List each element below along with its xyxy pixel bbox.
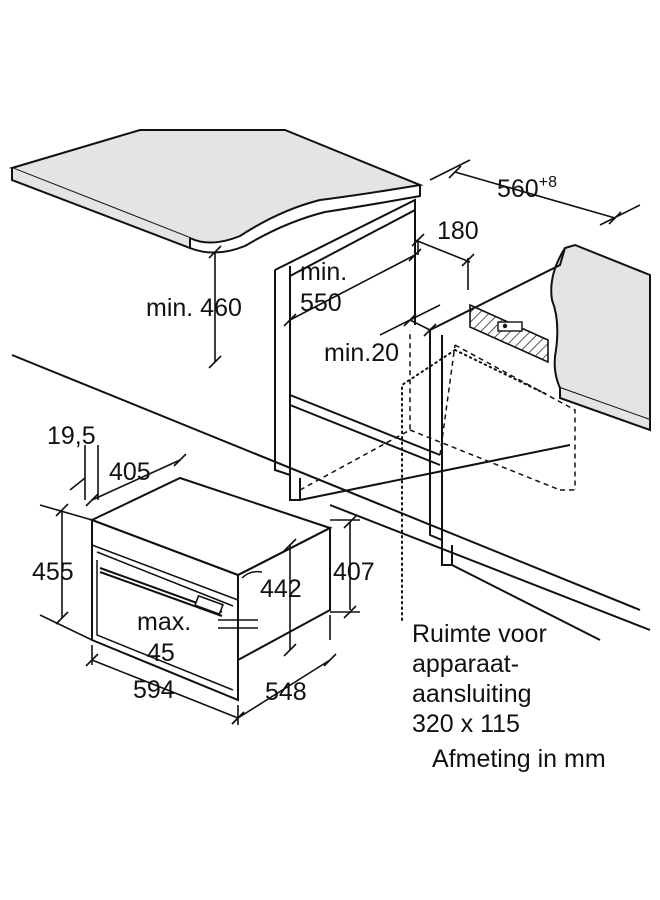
note-line-1: Ruimte voor	[412, 620, 547, 648]
label-min-550-b: 550	[300, 289, 342, 317]
label-min-550-a: min.	[300, 258, 347, 286]
label-405: 405	[109, 458, 151, 486]
label-min-20: min.20	[324, 339, 399, 367]
label-407: 407	[333, 558, 375, 586]
label-442: 442	[260, 575, 302, 603]
label-560: 560+8	[497, 174, 557, 203]
connection-space-outline	[401, 349, 549, 621]
label-548: 548	[265, 678, 307, 706]
unit-note: Afmeting in mm	[432, 745, 606, 773]
dimension-labels: 560+8 180 min. 460 min. 550 min.20 19,5 …	[32, 174, 557, 706]
countertop-right	[550, 243, 651, 432]
note-line-3: aansluiting	[412, 680, 532, 708]
countertop-left	[8, 129, 424, 254]
oven-dimension-lines	[39, 445, 360, 725]
label-19-5: 19,5	[47, 422, 96, 450]
connection-note: Ruimte voor apparaat- aansluiting 320 x …	[412, 620, 606, 773]
label-max-45-a: max.	[137, 608, 191, 636]
hidden-edges	[299, 330, 576, 491]
note-line-4: 320 x 115	[412, 710, 520, 738]
oven	[89, 476, 333, 702]
cabinet-dimension-lines	[208, 159, 641, 369]
label-180: 180	[437, 217, 479, 245]
label-594: 594	[133, 676, 175, 704]
cabinet-frame	[11, 198, 651, 641]
note-line-2: apparaat-	[412, 650, 519, 678]
label-min-460: min. 460	[146, 294, 242, 322]
label-max-45-b: 45	[147, 639, 175, 667]
connection-box	[469, 303, 549, 364]
label-455: 455	[32, 558, 74, 586]
